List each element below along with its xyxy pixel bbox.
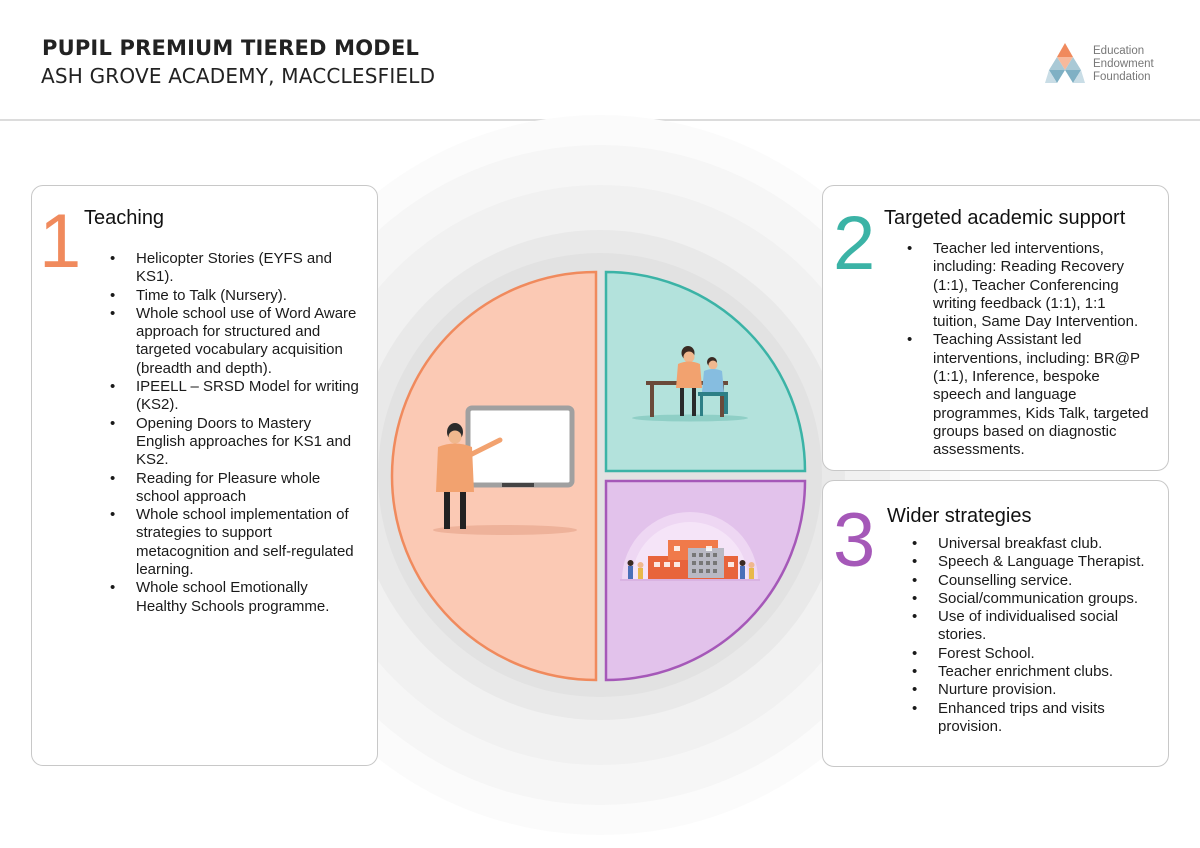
tier-2-card: 2 Targeted academic support Teacher led … xyxy=(822,185,1169,471)
school-community-icon xyxy=(620,512,760,581)
logo-line-2: Endowment xyxy=(1093,58,1154,70)
list-item: Reading for Pleasure whole school approa… xyxy=(110,470,360,507)
list-item: Use of individualised social stories. xyxy=(912,608,1162,645)
tier-2-list: Teacher led interventions, including: Re… xyxy=(907,240,1152,460)
list-item: Opening Doors to Mastery English approac… xyxy=(110,415,360,470)
list-item: Teacher led interventions, including: Re… xyxy=(907,240,1152,331)
list-item: Whole school Emotionally Healthy Schools… xyxy=(110,579,360,616)
eef-triangle-logo-icon xyxy=(1045,43,1085,83)
list-item: Speech & Language Therapist. xyxy=(912,553,1162,572)
list-item: Nurture provision. xyxy=(912,681,1162,700)
logo-line-1: Education xyxy=(1093,45,1145,57)
tier-1-title: Teaching xyxy=(84,207,165,229)
page-title: PUPIL PREMIUM TIERED MODEL xyxy=(42,36,420,60)
list-item: Whole school use of Word Aware approach … xyxy=(110,305,360,378)
teacher-whiteboard-icon xyxy=(433,405,577,535)
list-item: Counselling service. xyxy=(912,572,1162,591)
eef-logo: Education Endowment Foundation xyxy=(1045,42,1195,90)
list-item: Forest School. xyxy=(912,645,1162,664)
list-item: Helicopter Stories (EYFS and KS1). xyxy=(110,250,360,287)
tier-1-number: 1 xyxy=(39,199,82,284)
tier-2-number: 2 xyxy=(833,201,876,286)
list-item: Teaching Assistant led interventions, in… xyxy=(907,331,1152,459)
list-item: Enhanced trips and visits provision. xyxy=(912,700,1162,737)
tier-3-number: 3 xyxy=(833,498,876,583)
tier-2-title: Targeted academic support xyxy=(884,207,1126,229)
list-item: Universal breakfast club. xyxy=(912,535,1162,554)
page-subtitle: ASH GROVE ACADEMY, MACCLESFIELD xyxy=(41,64,436,88)
tier-1-card: 1 Teaching Helicopter Stories (EYFS and … xyxy=(31,185,378,766)
page-header: PUPIL PREMIUM TIERED MODEL ASH GROVE ACA… xyxy=(0,0,1200,121)
tier-3-list: Universal breakfast club. Speech & Langu… xyxy=(912,535,1162,736)
tutor-with-pupil-icon xyxy=(632,346,748,422)
list-item: Time to Talk (Nursery). xyxy=(110,287,360,306)
tier-1-list: Helicopter Stories (EYFS and KS1). Time … xyxy=(110,250,360,616)
list-item: IPEELL – SRSD Model for writing (KS2). xyxy=(110,378,360,415)
tier-3-card: 3 Wider strategies Universal breakfast c… xyxy=(822,480,1169,767)
list-item: Whole school implementation of strategie… xyxy=(110,506,360,579)
list-item: Teacher enrichment clubs. xyxy=(912,663,1162,682)
logo-line-3: Foundation xyxy=(1093,71,1151,83)
list-item: Social/communication groups. xyxy=(912,590,1162,609)
tier-3-title: Wider strategies xyxy=(887,505,1032,527)
